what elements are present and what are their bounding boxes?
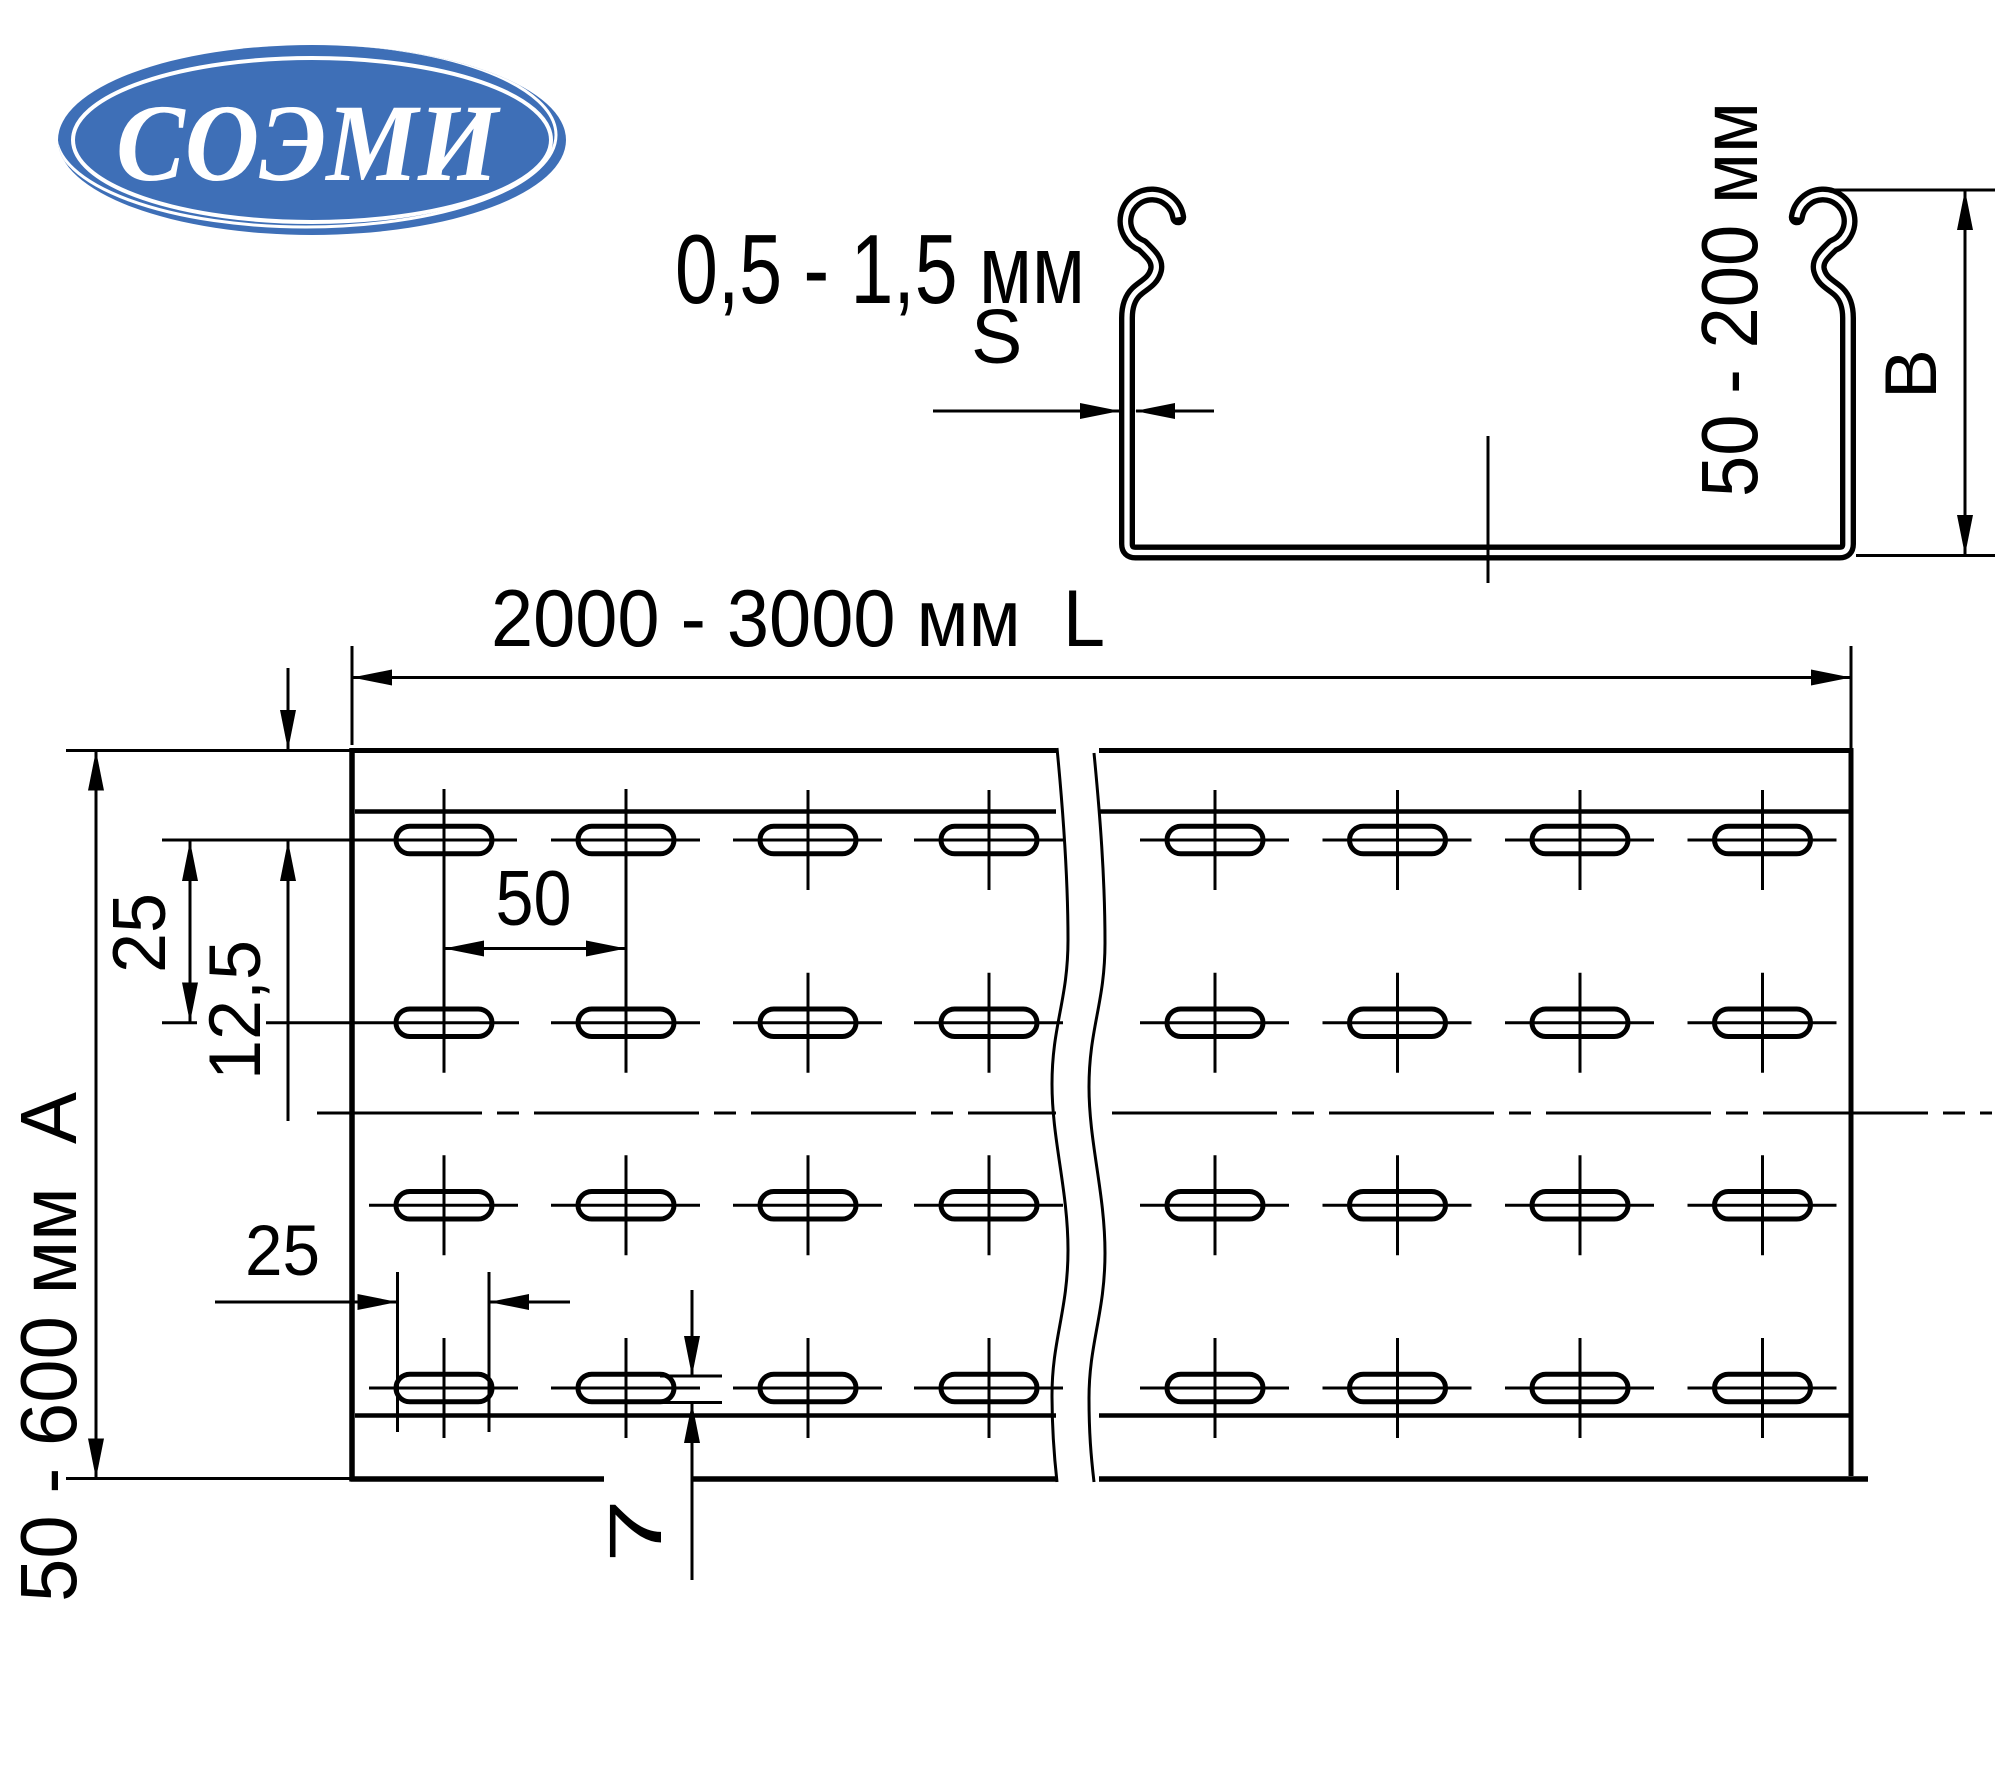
svg-text:50: 50 [496, 854, 572, 942]
svg-text:2000 - 3000 мм L: 2000 - 3000 мм L [491, 574, 1105, 664]
svg-text:50 - 200 мм: 50 - 200 мм [1685, 102, 1774, 497]
svg-text:25: 25 [97, 893, 181, 973]
svg-text:0,5 - 1,5 мм: 0,5 - 1,5 мм [675, 214, 1085, 324]
svg-text:12,5: 12,5 [195, 940, 276, 1080]
svg-text:7: 7 [594, 1499, 677, 1563]
svg-text:50 - 600 мм А: 50 - 600 мм А [4, 1091, 93, 1602]
svg-text:СОЭМИ: СОЭМИ [116, 82, 501, 204]
svg-text:B: B [1871, 349, 1952, 399]
svg-text:25: 25 [245, 1212, 320, 1291]
svg-text:S: S [971, 294, 1022, 380]
